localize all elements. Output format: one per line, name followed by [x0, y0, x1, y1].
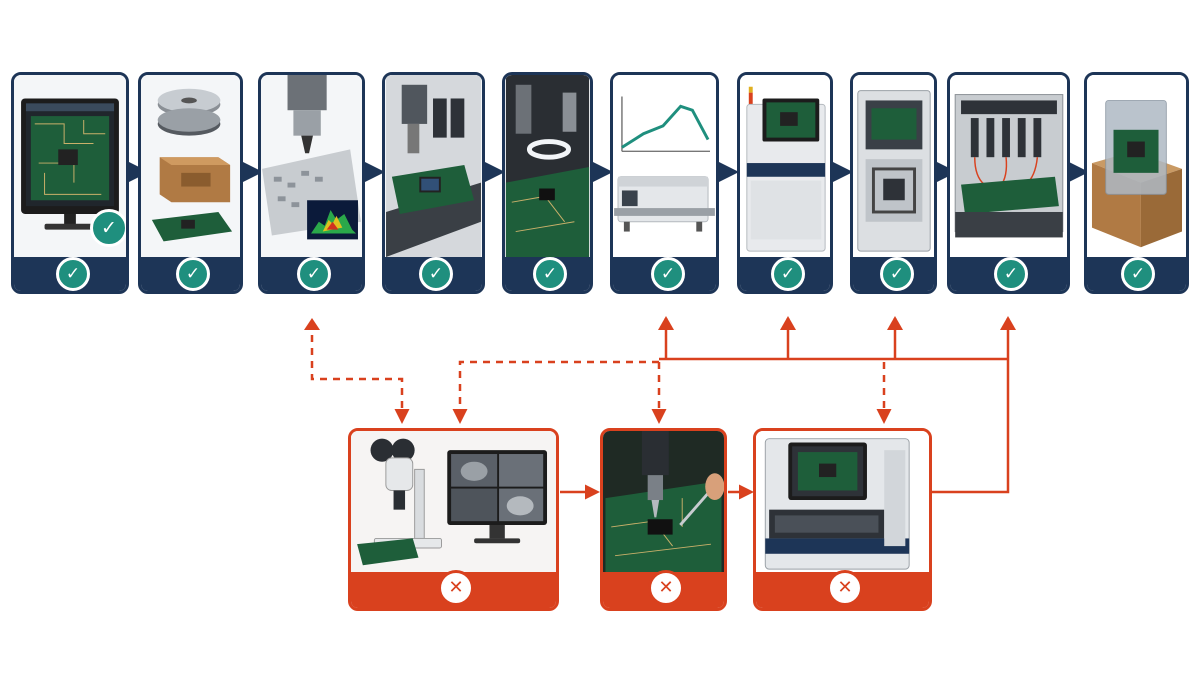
step-card-components[interactable]: ✓ — [138, 72, 243, 294]
defect-paths — [310, 322, 892, 424]
step-status-badge: ✓ — [176, 257, 210, 291]
step-status-badge: ✓ — [1121, 257, 1155, 291]
check-icon: ✓ — [889, 263, 905, 284]
rework-card-hand-rework[interactable]: ✕ — [600, 428, 727, 611]
step-card-design[interactable]: ✓ ✓ — [11, 72, 129, 294]
pick-and-place-head-icon — [386, 75, 481, 257]
return-paths — [560, 318, 1010, 500]
step-card-reflow[interactable]: ✓ — [610, 72, 719, 294]
return-arrowheads — [658, 316, 1016, 330]
inspection-machine-icon — [764, 438, 910, 570]
step-status-badge: ✓ — [297, 257, 331, 291]
dashed-link-to-review — [452, 360, 659, 424]
dashed-link-paste-to-review — [310, 322, 410, 424]
check-icon: ✓ — [780, 263, 796, 284]
x-icon: ✕ — [837, 577, 853, 598]
monitor-pcb-layout-icon — [21, 98, 119, 230]
check-icon: ✓ — [1130, 263, 1146, 284]
step-status-badge: ✓ — [771, 257, 805, 291]
step-status-badge: ✓ — [994, 257, 1028, 291]
check-icon: ✓ — [542, 263, 558, 284]
check-icon: ✓ — [1003, 263, 1019, 284]
step-status-badge: ✓ — [880, 257, 914, 291]
esd-bag-box-icon — [1091, 99, 1182, 248]
ring-light-camera-icon — [505, 75, 590, 257]
step-card-xray[interactable]: ✓ — [850, 72, 937, 294]
step-status-badge: ✓ — [533, 257, 567, 291]
x-icon: ✕ — [658, 577, 674, 598]
rework-card-re-inspection[interactable]: ✕ — [753, 428, 932, 611]
dashed-top-arrowhead — [304, 318, 320, 330]
check-icon: ✓ — [101, 216, 117, 239]
microscope-monitor-icon — [357, 438, 548, 566]
check-icon: ✓ — [660, 263, 676, 284]
aoi-machine-icon — [746, 86, 826, 252]
check-icon: ✓ — [306, 263, 322, 284]
step-status-badge: ✓ — [651, 257, 685, 291]
check-icon: ✓ — [185, 263, 201, 284]
step-card-aoi[interactable]: ✓ — [737, 72, 833, 294]
rework-status-badge: ✕ — [827, 570, 863, 606]
soldering-iron-icon — [605, 431, 724, 572]
check-icon: ✓ — [428, 263, 444, 284]
test-fixture-icon — [954, 94, 1064, 238]
return-to-test — [932, 318, 1010, 494]
x-icon: ✕ — [448, 577, 464, 598]
xray-inspection-icon — [857, 90, 931, 252]
rework-status-badge: ✕ — [438, 570, 474, 606]
step-check-badge: ✓ — [90, 209, 126, 247]
step-card-test[interactable]: ✓ — [947, 72, 1070, 294]
reflow-oven-profile-icon — [614, 96, 715, 232]
step-card-paste-print[interactable]: ✓ — [258, 72, 365, 294]
step-card-packaging[interactable]: ✓ — [1084, 72, 1189, 294]
step-card-pre-reflow-inspection[interactable]: ✓ — [502, 72, 593, 294]
stencil-printer-icon — [262, 75, 361, 240]
check-icon: ✓ — [65, 263, 81, 284]
rework-status-badge: ✕ — [648, 570, 684, 606]
rework-card-microscope-review[interactable]: ✕ — [348, 428, 559, 611]
step-status-badge: ✓ — [419, 257, 453, 291]
step-status-badge: ✓ — [56, 257, 90, 291]
step-card-pick-place[interactable]: ✓ — [382, 72, 485, 294]
component-reels-box-icon — [151, 88, 233, 242]
